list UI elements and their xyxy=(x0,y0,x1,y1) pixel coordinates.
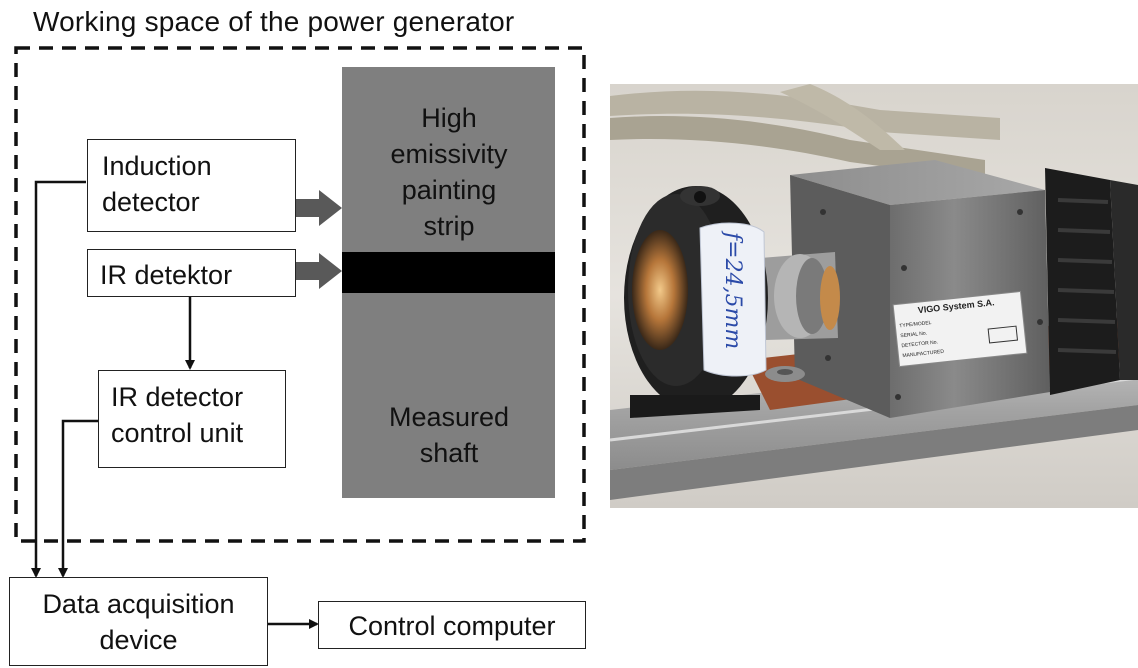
strip-label: High emissivity painting strip xyxy=(390,103,508,241)
ir-to-shaft-arrow xyxy=(295,253,342,289)
induction-detector-box: Induction detector xyxy=(87,139,296,232)
black-strip xyxy=(342,252,555,293)
ir-detector-box: IR detektor xyxy=(87,249,296,297)
data-acquisition-box: Data acquisition device xyxy=(9,577,268,666)
working-space-boundary xyxy=(14,46,586,543)
ir-control-unit-box: IR detector control unit xyxy=(98,370,286,468)
shaft-label: Measured shaft xyxy=(388,402,510,468)
induction-to-shaft-arrow xyxy=(295,190,342,226)
control-computer-box: Control computer xyxy=(318,601,586,649)
control-to-daq-arrow xyxy=(58,419,98,578)
diagram-title: Working space of the power generator xyxy=(33,6,515,37)
induction-to-daq-arrow xyxy=(31,180,86,578)
